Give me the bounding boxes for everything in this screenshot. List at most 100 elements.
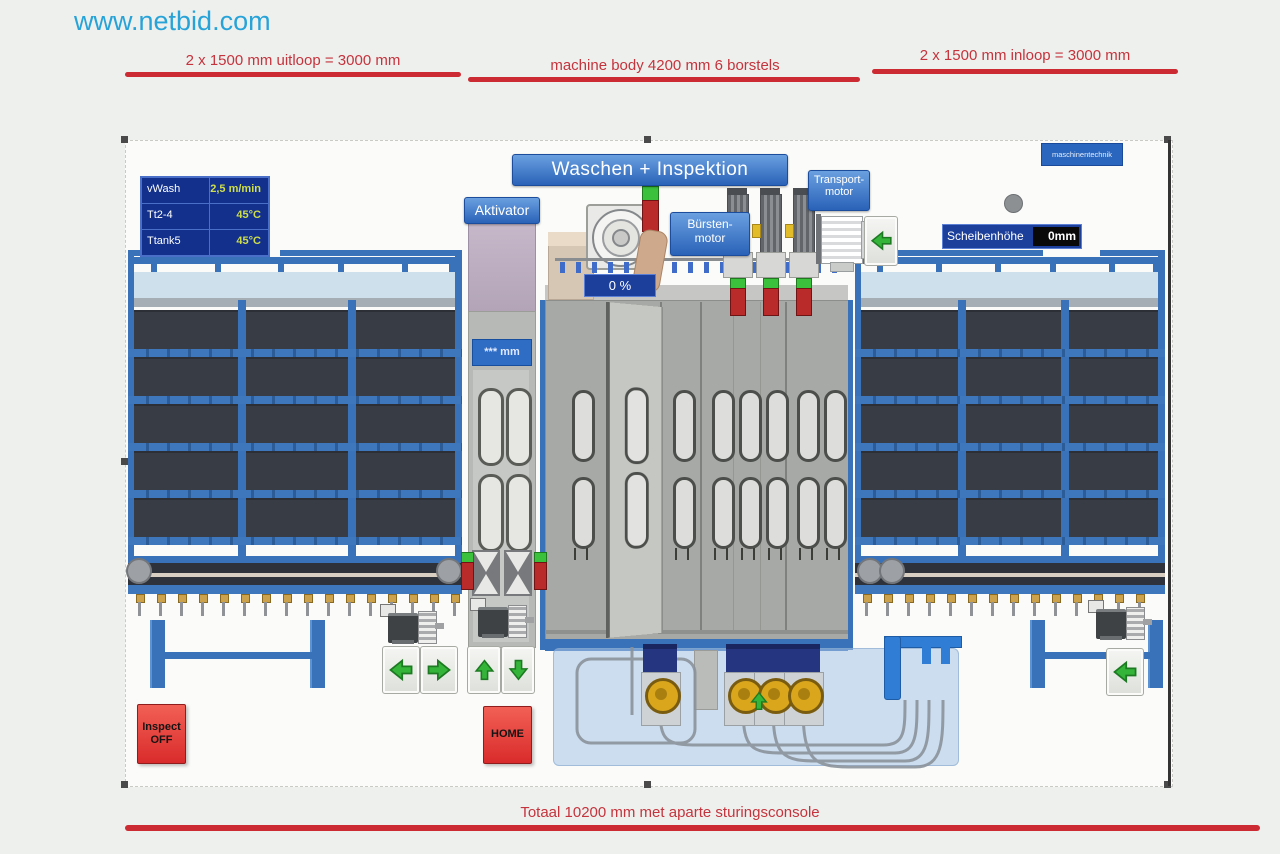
conveyor-end-roller — [857, 558, 883, 584]
selection-handle-icon — [121, 781, 128, 788]
bowtie-top — [506, 552, 530, 572]
status-table: vWash 2,5 m/min Tt2-4 45°C Ttank5 45°C — [140, 176, 270, 257]
glass-sheet-stack — [134, 310, 456, 351]
aktivator-roller — [506, 388, 532, 466]
motor-shaft — [1143, 619, 1152, 625]
rack-shelf — [855, 396, 1165, 404]
roller-pin-stem — [970, 602, 973, 616]
machine-panel-seam-light — [760, 302, 761, 632]
machine-open-door — [606, 302, 664, 638]
aktivator-height-display: *** mm — [472, 339, 532, 366]
inspection-window — [673, 390, 696, 462]
gray-dot — [1004, 194, 1023, 213]
roller-pin-stem — [369, 602, 372, 616]
home-button[interactable]: HOME — [483, 706, 532, 764]
spray-nozzle — [672, 262, 677, 273]
spray-nozzle — [592, 262, 597, 273]
aktivator-roller — [478, 474, 504, 552]
spray-nozzle — [560, 262, 565, 273]
roller-pin-stem — [180, 602, 183, 616]
selection-handle-icon — [644, 136, 651, 143]
brush-lamp-red — [730, 288, 746, 316]
rack-shelf — [128, 443, 462, 451]
outfeed-conveyor-left-button[interactable] — [382, 646, 420, 694]
rack-column — [348, 300, 356, 556]
status-value: 2,5 m/min — [210, 183, 261, 195]
door-window — [624, 386, 649, 465]
glass-sheet-stack — [861, 451, 1159, 492]
scheibenhoehe-label: Scheibenhöhe — [947, 229, 1024, 243]
aktivator-roller — [506, 474, 532, 552]
transport-motor-line1: Transport- — [813, 174, 865, 186]
vendor-logo-badge: maschinentechnik — [1041, 143, 1123, 166]
motor-foot — [482, 634, 504, 638]
roller-pin-stem — [432, 602, 435, 616]
glass-sheet-top — [859, 272, 1161, 298]
annotation-outfeed: 2 x 1500 mm uitloop = 3000 mm — [185, 52, 401, 69]
rack-top-rail — [280, 250, 462, 256]
aktivator-down-button[interactable] — [501, 646, 535, 694]
rack-top-rail — [1100, 250, 1162, 256]
glass-sheet-stack — [134, 498, 456, 539]
transport-motor-body — [821, 216, 863, 264]
bowtie-top — [474, 552, 498, 572]
glass-sheet-stack — [134, 357, 456, 398]
rack-top-rail — [858, 250, 1043, 256]
roller-pin-stem — [907, 602, 910, 616]
rack-beam — [128, 257, 462, 264]
infeed-conveyor-left-button[interactable] — [1106, 648, 1144, 696]
spray-nozzle — [720, 262, 725, 273]
rack-leg-brace — [1036, 652, 1160, 659]
bowtie-valve — [472, 550, 500, 596]
table-row: Ttank5 45°C — [142, 230, 268, 255]
inspection-window — [797, 477, 820, 549]
roller-pin-stem — [886, 602, 889, 616]
machine-body — [545, 300, 850, 647]
glass-sheet-stack — [861, 404, 1159, 445]
spray-nozzle — [608, 262, 613, 273]
transport-motor-foot — [830, 262, 854, 272]
rack-shelf — [128, 396, 462, 404]
indicator-lamp-red — [642, 200, 659, 232]
machine-panel-seam-light — [733, 302, 734, 632]
transport-reverse-button[interactable] — [864, 216, 898, 266]
rack-shelf — [855, 537, 1165, 545]
conveyor-end-roller — [436, 558, 462, 584]
window-hook — [826, 548, 828, 560]
diagram-right-border — [1168, 140, 1171, 786]
glass-sheet-stack — [861, 498, 1159, 539]
aktivator-label: Aktivator — [464, 197, 540, 224]
rack-post — [1152, 257, 1159, 274]
grease-cap — [752, 224, 761, 238]
roller-pin-stem — [411, 602, 414, 616]
roller-pin-stem — [348, 602, 351, 616]
spray-nozzle — [576, 262, 581, 273]
blue-pipe-stub — [941, 646, 950, 664]
roller-pin-stem — [159, 602, 162, 616]
outfeed-conveyor-right-button[interactable] — [420, 646, 458, 694]
annotation-machine-body: machine body 4200 mm 6 borstels — [550, 57, 780, 74]
inspect-off-line1: Inspect — [142, 720, 181, 733]
watermark-link[interactable]: www.netbid.com — [74, 6, 271, 36]
water-pump — [645, 678, 681, 714]
glass-sheet-stack — [861, 310, 1159, 351]
window-hook — [574, 548, 576, 560]
glass-sheet-stack — [134, 451, 456, 492]
rack-shelf — [128, 490, 462, 498]
table-row: Tt2-4 45°C — [142, 204, 268, 230]
bursten-motor-line1: Bürsten- — [687, 217, 733, 231]
dimension-line-outfeed — [125, 72, 461, 77]
roller-pin-stem — [1033, 602, 1036, 616]
rack-post — [214, 257, 221, 274]
aktivator-up-button[interactable] — [467, 646, 501, 694]
status-label: Tt2-4 — [142, 204, 210, 229]
rack-shelf — [855, 349, 1165, 357]
pump-hub — [768, 688, 780, 700]
inspection-window — [824, 390, 847, 462]
inspect-off-button[interactable]: Inspect OFF — [137, 704, 186, 764]
rack-leg-brace — [156, 652, 322, 659]
selection-handle-icon — [121, 136, 128, 143]
status-label: vWash — [142, 178, 210, 203]
roller-pin-stem — [1054, 602, 1057, 616]
motor-foot — [392, 640, 414, 644]
